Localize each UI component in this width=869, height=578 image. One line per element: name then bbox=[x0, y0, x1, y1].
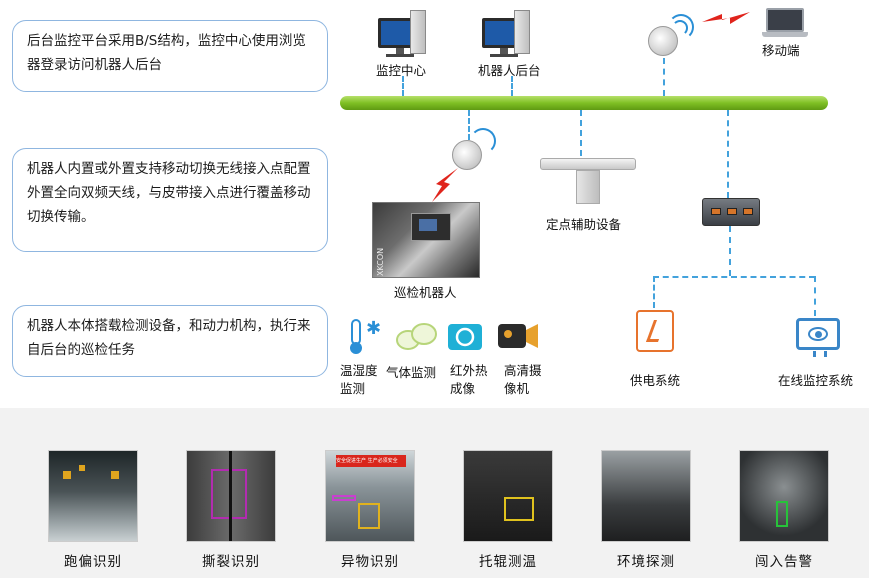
wifi-signal-icon bbox=[668, 14, 694, 40]
link-mid-antenna bbox=[468, 110, 470, 140]
function-caption-intrusion: 闯入告警 bbox=[755, 554, 813, 570]
wireless-description: 机器人内置或外置支持移动切换无线接入点配置外置全向双频天线，与皮带接入点进行覆盖… bbox=[12, 148, 328, 252]
mid-wifi-signal-icon bbox=[470, 128, 496, 154]
network-switch-icon bbox=[702, 198, 760, 226]
online-monitor-label: 在线监控系统 bbox=[778, 373, 854, 388]
power-system-label: 供电系统 bbox=[630, 373, 681, 388]
robot-body-description: 机器人本体搭载检测设备，和动力机构，执行来自后台的巡检任务 bbox=[12, 305, 328, 377]
wireless-bolt-icon bbox=[702, 12, 750, 24]
gas-cloud-icon bbox=[396, 323, 437, 350]
mobile-label: 移动端 bbox=[762, 43, 800, 58]
function-caption-environment: 环境探测 bbox=[617, 554, 675, 570]
function-thumb-intrusion bbox=[739, 450, 829, 542]
wifi-signal-inner-icon bbox=[672, 20, 688, 36]
link-robot-backend bbox=[511, 76, 513, 96]
link-switch-down bbox=[729, 226, 731, 276]
video-camera-icon bbox=[498, 324, 538, 348]
backend-description: 后台监控平台采用B/S结构，监控中心使用浏览器登录访问机器人后台 bbox=[12, 20, 328, 92]
function-strip bbox=[0, 408, 869, 578]
fixed-aux-label: 定点辅助设备 bbox=[546, 217, 622, 232]
sensor-label-ir: 红外热成像 bbox=[450, 363, 488, 396]
infrared-camera-icon bbox=[448, 324, 482, 350]
link-monitor-center bbox=[402, 76, 404, 96]
function-thumb-idler bbox=[463, 450, 553, 542]
robot-brand-text: XKCON bbox=[376, 247, 385, 276]
foreign-banner-right: 生产必须安全 bbox=[367, 458, 398, 464]
function-thumb-foreign: 安全促进生产 生产必须安全 bbox=[325, 450, 415, 542]
function-thumb-deviation bbox=[48, 450, 138, 542]
function-thumb-environment bbox=[601, 450, 691, 542]
online-monitor-icon bbox=[796, 318, 840, 357]
foreign-banner-left: 安全促进生产 bbox=[336, 458, 367, 464]
robot-label: 巡检机器人 bbox=[394, 285, 457, 300]
link-switch bbox=[727, 110, 729, 198]
fixed-aux-device-icon bbox=[540, 156, 636, 206]
robot-bolt-icon bbox=[432, 168, 458, 202]
function-caption-deviation: 跑偏识别 bbox=[64, 554, 122, 570]
sensor-label-gas: 气体监测 bbox=[386, 365, 437, 380]
sensor-label-camera: 高清摄像机 bbox=[504, 363, 542, 396]
network-bus bbox=[340, 96, 828, 110]
inspection-robot-image bbox=[372, 202, 480, 278]
link-fixed-aux bbox=[580, 110, 582, 156]
link-online-monitor bbox=[814, 276, 816, 316]
monitor-center-label: 监控中心 bbox=[376, 63, 427, 78]
robot-backend-label: 机器人后台 bbox=[478, 63, 541, 78]
link-switch-branch bbox=[653, 276, 815, 278]
monitor-center-computer-icon bbox=[378, 10, 428, 58]
thermometer-snowflake-icon: ✱ bbox=[350, 318, 381, 354]
power-system-icon bbox=[636, 310, 674, 352]
function-thumb-tear bbox=[186, 450, 276, 542]
function-caption-idler: 托辊测温 bbox=[479, 554, 537, 570]
link-top-antenna bbox=[663, 58, 665, 96]
link-power bbox=[653, 276, 655, 308]
function-caption-tear: 撕裂识别 bbox=[202, 554, 260, 570]
sensor-label-temp: 温湿度监测 bbox=[340, 363, 378, 396]
svg-text:✱: ✱ bbox=[366, 318, 381, 339]
mobile-laptop-icon bbox=[762, 8, 808, 38]
function-caption-foreign: 异物识别 bbox=[341, 554, 399, 570]
robot-backend-computer-icon bbox=[482, 10, 532, 58]
